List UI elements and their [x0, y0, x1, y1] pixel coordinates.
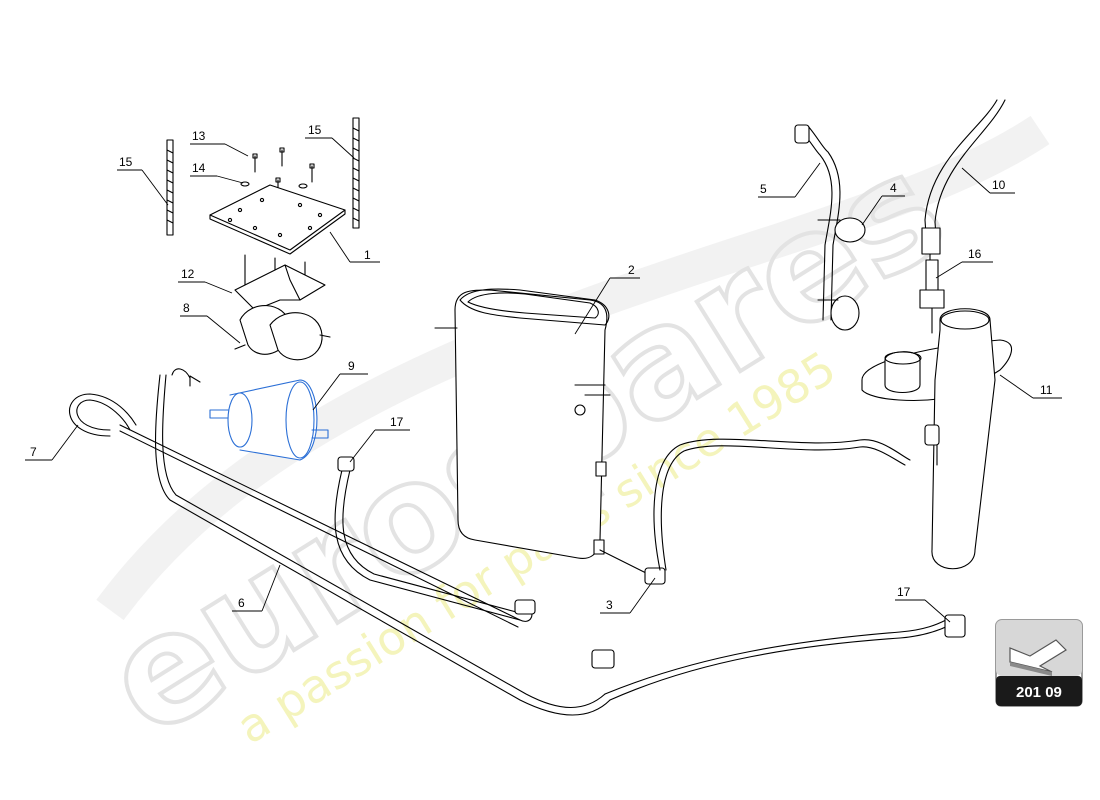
callout-2: 2: [628, 263, 635, 277]
callout-17-right: 17: [897, 585, 911, 599]
page-badge: 201 09: [995, 619, 1083, 707]
callout-14: 14: [192, 161, 206, 175]
breather-pipe: [794, 124, 866, 331]
callout-5: 5: [760, 182, 767, 196]
stud-left: [166, 139, 174, 236]
callout-1: 1: [364, 248, 371, 262]
bracket: [234, 254, 326, 311]
callout-labels: 1 2 3 4 5 6 7 8 9 10 11 12 13 14 15 15 1…: [30, 123, 1053, 612]
page-code: 201 09: [1016, 684, 1062, 701]
pump-hoses: [591, 438, 951, 701]
stud-right: [352, 117, 360, 229]
mounting-plate: [209, 184, 346, 255]
callout-13: 13: [192, 129, 206, 143]
callout-17-left: 17: [390, 415, 404, 429]
callout-7: 7: [30, 445, 37, 459]
arrow-icon: [1009, 639, 1067, 676]
callout-6: 6: [238, 596, 245, 610]
clamp: [234, 305, 331, 361]
fuel-tank: [434, 288, 611, 559]
fuel-line-left: [334, 456, 536, 621]
sensor: [919, 249, 945, 334]
fuel-filter: [209, 379, 329, 461]
callout-9: 9: [348, 359, 355, 373]
callout-4: 4: [890, 181, 897, 195]
callout-15-right: 15: [308, 123, 322, 137]
return-hose: [69, 393, 137, 437]
vent-hose: [921, 99, 1006, 255]
pump-housing: [861, 308, 1012, 638]
callout-15-left: 15: [119, 155, 133, 169]
callout-11: 11: [1040, 383, 1053, 397]
callout-8: 8: [183, 301, 190, 315]
callout-16: 16: [968, 247, 982, 261]
callout-12: 12: [181, 267, 195, 281]
hose-connector: [599, 549, 666, 585]
callout-3: 3: [606, 598, 613, 612]
leader-lines: [25, 137, 1062, 623]
callout-10: 10: [992, 178, 1006, 192]
